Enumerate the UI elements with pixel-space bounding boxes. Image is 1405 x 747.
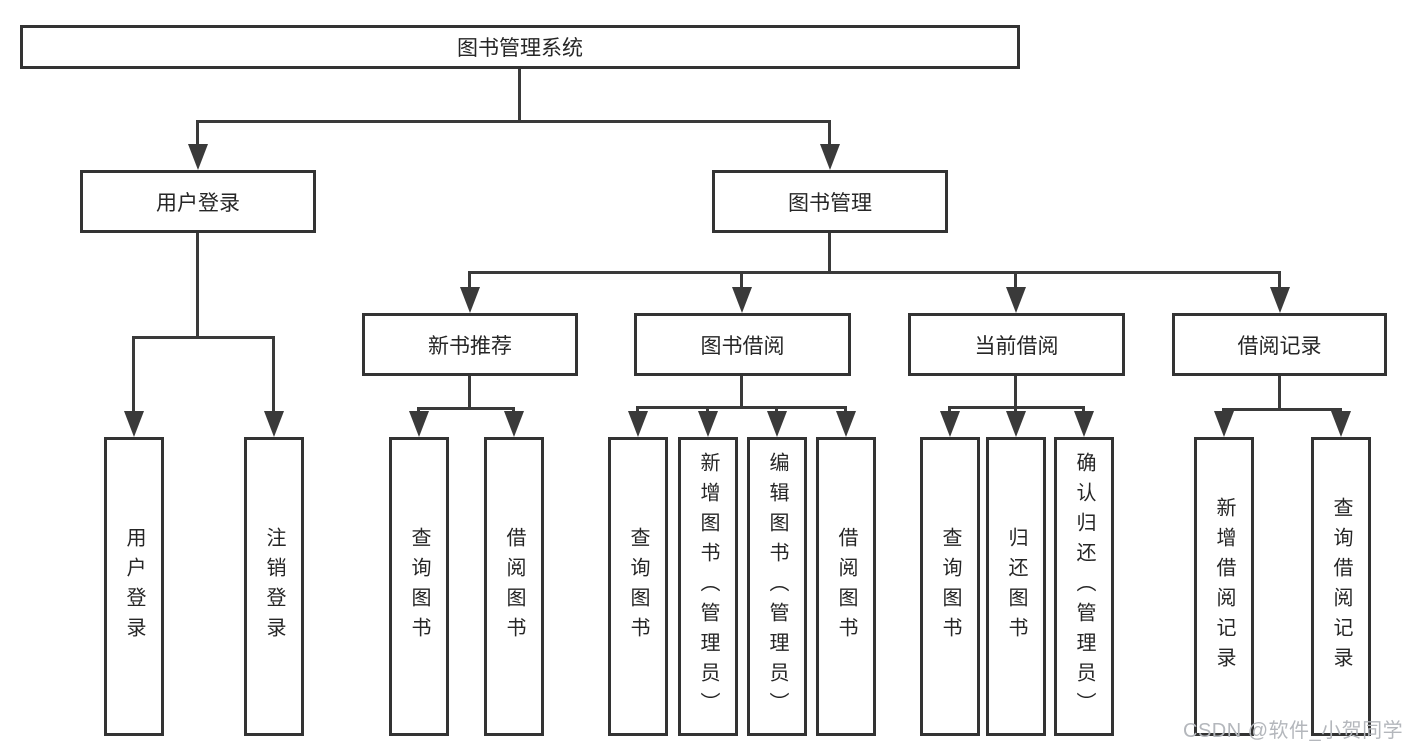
watermark: CSDN @软件_小贺同学 (1183, 720, 1404, 742)
arrow-down-icon (1331, 411, 1351, 437)
connector-bar (132, 336, 275, 339)
arrow-down-icon (820, 144, 840, 170)
leaf-query-books: 查询图书 (608, 437, 668, 736)
arrow-down-icon (1214, 411, 1234, 437)
node-borrowing-records: 借阅记录 (1172, 313, 1387, 376)
leaf-add-books-admin: 新增图书（管理员） (678, 437, 738, 736)
connector-arrow-line (948, 406, 951, 414)
leaf-logout: 注销登录 (244, 437, 304, 736)
arrow-down-icon (504, 411, 524, 437)
arrow-down-icon (767, 411, 787, 437)
arrow-down-icon (460, 287, 480, 313)
connector-arrow-line (132, 336, 135, 413)
arrow-down-icon (698, 411, 718, 437)
arrow-down-icon (732, 287, 752, 313)
leaf-borrow-books: 借阅图书 (484, 437, 544, 736)
leaf-query-books: 查询图书 (920, 437, 980, 736)
connector-arrow-line (844, 406, 847, 414)
leaf-confirm-return-admin: 确认归还（管理员） (1054, 437, 1114, 736)
arrow-down-icon (628, 411, 648, 437)
leaf-query-borrow-record: 查询借阅记录 (1311, 437, 1371, 736)
connector-stem (1014, 376, 1017, 408)
connector-stem (740, 376, 743, 408)
leaf-user-login: 用户登录 (104, 437, 164, 736)
connector-arrow-line (1014, 406, 1017, 414)
connector-arrow-line (636, 406, 639, 414)
arrow-down-icon (409, 411, 429, 437)
connector-arrow-line (775, 406, 778, 414)
connector-arrow-line (468, 271, 471, 289)
node-user-login: 用户登录 (80, 170, 316, 233)
arrow-down-icon (188, 144, 208, 170)
arrow-down-icon (1006, 287, 1026, 313)
connector-arrow-line (1082, 406, 1085, 414)
connector-arrow-line (706, 406, 709, 414)
node-new-book-recommendation: 新书推荐 (362, 313, 578, 376)
connector-bar (636, 406, 847, 409)
connector-arrow-line (1278, 271, 1281, 289)
connector-bar (468, 271, 1281, 274)
connector-stem (1278, 376, 1281, 409)
connector-bar (196, 120, 831, 123)
node-library-system: 图书管理系统 (20, 25, 1020, 69)
connector-bar (417, 407, 515, 410)
node-book-management: 图书管理 (712, 170, 948, 233)
connector-arrow-line (740, 271, 743, 289)
leaf-query-books: 查询图书 (389, 437, 449, 736)
connector-stem (518, 69, 521, 122)
arrow-down-icon (1270, 287, 1290, 313)
leaf-edit-books-admin: 编辑图书（管理员） (747, 437, 807, 736)
connector-stem (828, 233, 831, 273)
connector-arrow-line (828, 120, 831, 148)
connector-stem (468, 376, 471, 409)
leaf-return-books: 归还图书 (986, 437, 1046, 736)
leaf-borrow-books: 借阅图书 (816, 437, 876, 736)
arrow-down-icon (836, 411, 856, 437)
connector-bar (1222, 408, 1342, 411)
arrow-down-icon (264, 411, 284, 437)
leaf-add-borrow-record: 新增借阅记录 (1194, 437, 1254, 736)
connector-arrow-line (272, 336, 275, 413)
arrow-down-icon (1074, 411, 1094, 437)
connector-stem (196, 233, 199, 339)
node-book-borrowing: 图书借阅 (634, 313, 851, 376)
connector-arrow-line (1014, 271, 1017, 289)
arrow-down-icon (940, 411, 960, 437)
connector-arrow-line (196, 120, 199, 148)
arrow-down-icon (124, 411, 144, 437)
arrow-down-icon (1006, 411, 1026, 437)
node-current-borrowing: 当前借阅 (908, 313, 1125, 376)
